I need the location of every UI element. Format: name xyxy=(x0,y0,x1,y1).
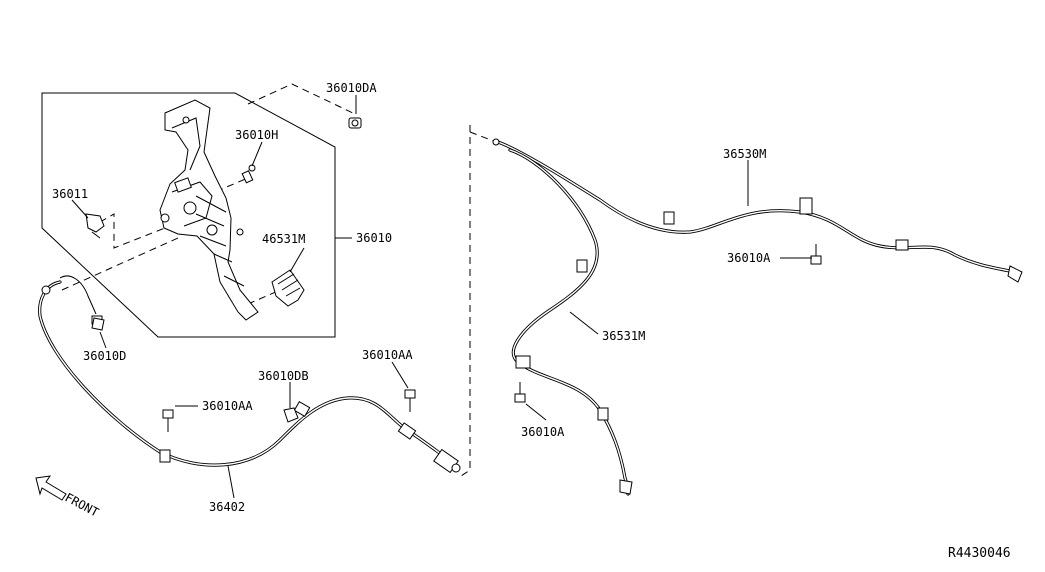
dashed-leader-36011 xyxy=(99,213,171,249)
label-36010AA-right: 36010AA xyxy=(362,348,413,362)
clip-36010DB xyxy=(283,407,299,423)
clip-36010D xyxy=(91,317,105,331)
label-36402: 36402 xyxy=(209,500,245,514)
bolt-36010A-upper xyxy=(810,244,822,265)
assembly-frame xyxy=(41,92,336,338)
label-36010DA: 36010DA xyxy=(326,81,377,95)
label-36531M: 36531M xyxy=(602,329,645,343)
label-46531M: 46531M xyxy=(262,232,305,246)
bolt-36010AA-right xyxy=(404,389,416,412)
dashed-leader-rear xyxy=(457,125,471,479)
dashed-leader-rear-top xyxy=(469,131,497,143)
label-36010AA-left: 36010AA xyxy=(202,399,253,413)
bolt-36010H xyxy=(241,164,256,184)
switch-36011 xyxy=(85,213,105,239)
dashed-leader-cable-end xyxy=(61,237,179,291)
label-36010A-lower: 36010A xyxy=(521,425,565,439)
nut-36010DA xyxy=(348,117,362,129)
rear-cable-36530M xyxy=(492,138,1023,283)
front-arrow-icon xyxy=(35,475,67,501)
label-36010A-upper: 36010A xyxy=(727,251,771,265)
dashed-leader-36010DA xyxy=(247,83,356,115)
bolt-36010AA-left xyxy=(162,409,174,432)
rear-cable-36531M xyxy=(508,148,633,496)
parking-brake-pedal xyxy=(159,99,259,321)
pedal-pad-46531M xyxy=(271,269,305,307)
label-front: FRONT xyxy=(63,490,101,519)
front-cable-36402 xyxy=(38,275,461,474)
dashed-leader-36010H xyxy=(204,177,249,197)
label-36010DB: 36010DB xyxy=(258,369,309,383)
label-36011: 36011 xyxy=(52,187,88,201)
label-36010H: 36010H xyxy=(235,128,278,142)
bolt-36010A-lower xyxy=(514,382,526,403)
label-36530M: 36530M xyxy=(723,147,766,161)
label-36010D: 36010D xyxy=(83,349,126,363)
reference-code: R4430046 xyxy=(948,546,1011,561)
label-36010: 36010 xyxy=(356,231,392,245)
dashed-leader-46531M xyxy=(247,287,286,305)
leader-lines xyxy=(71,95,812,499)
